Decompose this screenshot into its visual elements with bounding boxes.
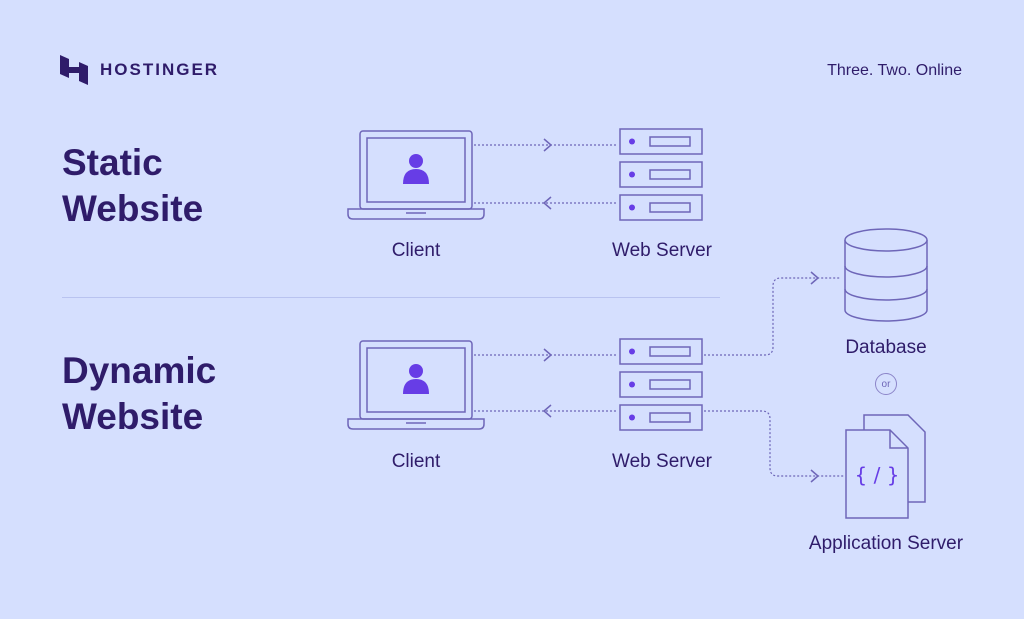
dynamic-title-line1: Dynamic <box>62 350 217 391</box>
server-to-app-server-arrow <box>704 410 844 483</box>
dynamic-request-arrow <box>474 348 618 362</box>
section-divider <box>62 297 720 298</box>
static-request-arrow <box>474 138 618 152</box>
dynamic-client-label: Client <box>391 451 441 472</box>
server-to-database-arrow <box>704 271 840 356</box>
static-client-label: Client <box>391 240 441 261</box>
static-web-server-label: Web Server <box>612 240 712 261</box>
dynamic-title-line2: Website <box>62 396 204 437</box>
code-brackets-icon: { / } <box>854 463 900 487</box>
dynamic-web-server-label: Web Server <box>612 451 712 472</box>
static-website-title: Static Website <box>62 140 203 232</box>
application-server-icon <box>845 414 926 519</box>
brand: HOSTINGER <box>60 55 219 85</box>
dynamic-response-arrow <box>474 404 618 418</box>
static-title-line2: Website <box>62 188 204 229</box>
database-icon <box>844 228 928 322</box>
static-client-laptop-icon <box>347 130 485 220</box>
database-label: Database <box>845 337 927 358</box>
static-web-server-icon <box>619 128 703 221</box>
brand-name: HOSTINGER <box>100 60 220 79</box>
dynamic-client-laptop-icon <box>347 340 485 430</box>
dynamic-web-server-icon <box>619 338 703 431</box>
static-response-arrow <box>474 196 618 210</box>
application-server-label: Application Server <box>808 533 964 554</box>
hostinger-logo-icon <box>60 55 88 85</box>
or-badge: or <box>875 373 897 395</box>
static-title-line1: Static <box>62 142 163 183</box>
dynamic-website-title: Dynamic Website <box>62 348 216 440</box>
tagline: Three. Two. Online <box>827 62 962 79</box>
